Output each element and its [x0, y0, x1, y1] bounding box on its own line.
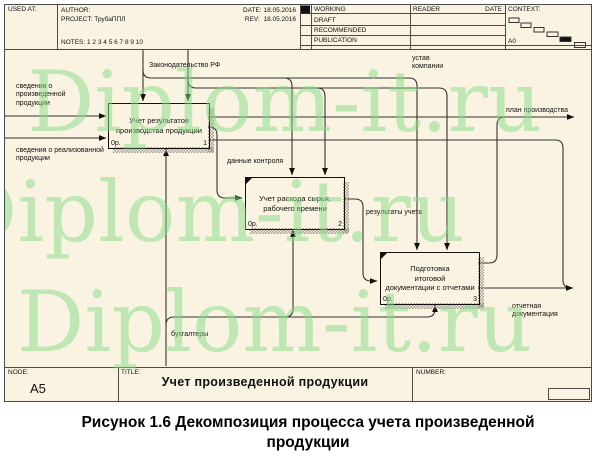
label-production-plan: план производства: [506, 107, 568, 114]
rev-row: REV: 18.05.2016: [225, 16, 296, 24]
status-working: WORKING: [314, 6, 346, 13]
title-label: TITLE:: [121, 369, 141, 376]
activity-box-3-title: Подготовка итоговой документации с отчет…: [385, 263, 475, 293]
box-corner-notch-icon: [381, 253, 387, 259]
activity-box-3-cost: 0р.: [383, 295, 393, 303]
label-input-sold: сведения о реализованной продукции: [16, 147, 104, 163]
label-law: Законодательство РФ: [149, 62, 221, 69]
rev-value: 18.05.2016: [263, 16, 296, 23]
context-label: CONTEXT:: [508, 6, 541, 13]
number-label: NUMBER:: [416, 369, 446, 376]
box3-shadow-bottom: [385, 303, 484, 309]
activity-box-1: Учет результатов производства продукции …: [108, 103, 210, 149]
activity-box-2: Учет расхода сырья, рабочего времени 0р.…: [245, 177, 345, 230]
label-charter: устав компании: [412, 55, 444, 71]
notes-value: 1 2 3 4 5 6 7 8 9 10: [87, 39, 144, 46]
notes-row: NOTES: 1 2 3 4 5 6 7 8 9 10: [61, 39, 143, 47]
diagram-sheet: [4, 4, 592, 402]
status-recommended: RECOMMENDED: [314, 27, 367, 34]
node-label: NODE:: [8, 369, 29, 376]
activity-box-2-number: 2: [338, 220, 342, 228]
label-report-docs: отчетная документация: [512, 303, 558, 319]
context-node: A0: [508, 38, 516, 45]
context-thumbnail: [508, 17, 586, 48]
label-input-produced: сведения о произведенной продукции: [16, 83, 66, 107]
activity-box-1-cost: 0р.: [111, 139, 121, 147]
box2-shadow-right: [343, 182, 349, 233]
date-value: 18.05.2016: [263, 7, 296, 14]
activity-box-2-cost: 0р.: [248, 220, 258, 228]
reader-label: READER: [413, 6, 441, 13]
activity-box-2-title: Учет расхода сырья, рабочего времени: [259, 193, 331, 213]
project-row: PROJECT: ТрубаППЛ: [61, 16, 126, 24]
date-label: DATE:: [242, 7, 262, 14]
used-at-label: USED AT:: [8, 6, 37, 13]
working-status-mark: [301, 5, 310, 14]
rev-label: REV:: [244, 16, 260, 23]
project-label: PROJECT:: [61, 16, 93, 23]
date-row: DATE: 18.05.2016: [225, 7, 296, 15]
node-value: A5: [30, 381, 46, 396]
box-corner-notch-icon: [246, 178, 252, 184]
label-accountants: бухгалтеры: [171, 331, 209, 338]
notes-label: NOTES:: [61, 39, 86, 46]
reader-date-label: DATE: [485, 6, 502, 13]
status-draft: DRAFT: [314, 16, 336, 24]
box1-shadow-bottom: [113, 147, 214, 153]
activity-box-1-number: 1: [203, 139, 207, 147]
activity-box-1-title: Учет результатов производства продукции: [116, 116, 202, 135]
diagram-arrows: [5, 50, 575, 366]
sheet-frame: [4, 4, 592, 402]
box3-shadow-right: [478, 257, 484, 308]
project-value: ТрубаППЛ: [94, 16, 126, 23]
activity-box-3-number: 3: [473, 295, 477, 303]
label-accounting-results: результаты учета: [366, 209, 423, 216]
activity-box-3: Подготовка итоговой документации с отчет…: [380, 252, 480, 305]
author-label: AUTHOR:: [61, 7, 91, 14]
box2-shadow-bottom: [250, 228, 349, 234]
label-control-data: данные контроля: [227, 158, 284, 165]
figure-caption: Рисунок 1.6 Декомпозиция процесса учета …: [81, 414, 535, 452]
box1-shadow-right: [208, 108, 214, 152]
title-value: Учет произведенной продукции: [161, 375, 369, 389]
status-publication: PUBLICATION: [314, 37, 357, 44]
